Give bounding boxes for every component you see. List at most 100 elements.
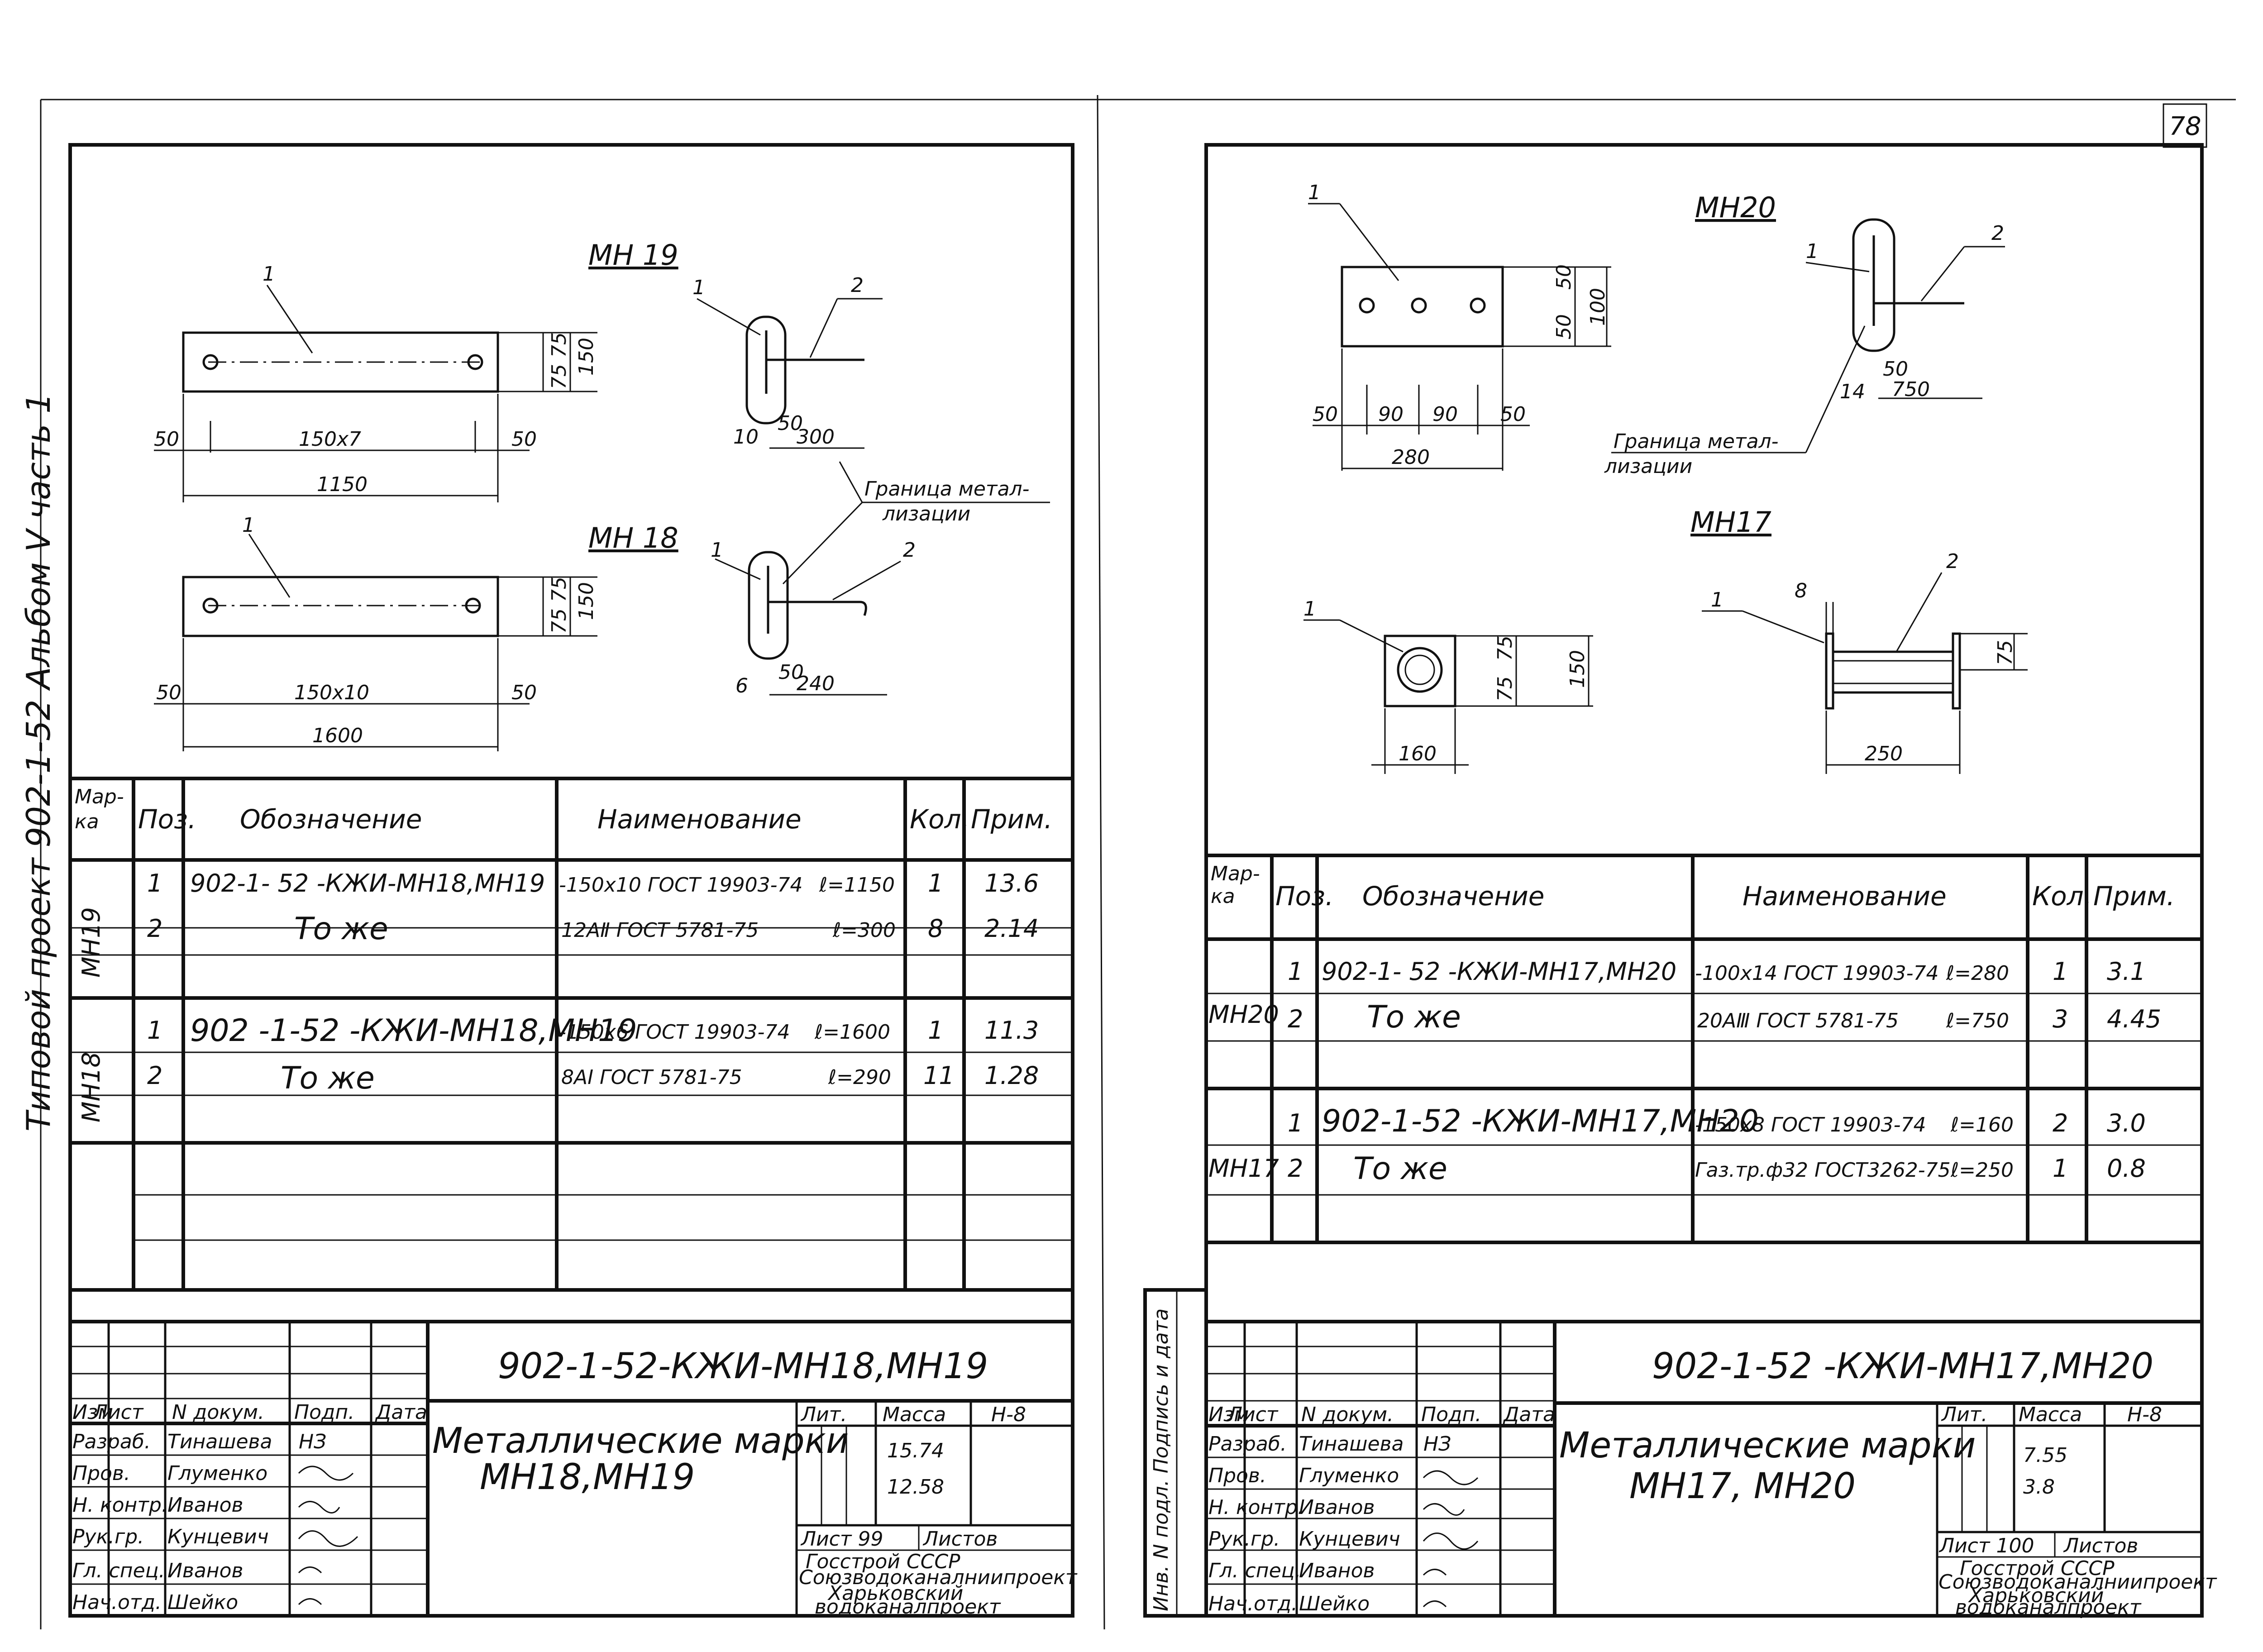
label-left-stamp-col_heads-4: Дата xyxy=(375,1401,427,1424)
mark-mh19: МН19 xyxy=(77,907,105,978)
left-title-block: 902-1-52-КЖИ-МН18,МН19 Металлические мар… xyxy=(70,1320,1078,1619)
label-left-table-rows-3-qty: 1 xyxy=(928,1016,943,1045)
mh18-plate xyxy=(182,576,499,637)
label-left-stamp-col_heads-0: Изм xyxy=(72,1401,113,1424)
mh19-total-dim: 1150 xyxy=(317,473,368,496)
label-right-stamp-sheets: Листов xyxy=(2063,1534,2138,1557)
mh18-spacing-dim: 150х10 xyxy=(294,681,369,704)
drawing-title: Металлические марки xyxy=(1559,1425,1976,1466)
sheet-no: Лист 100 xyxy=(1938,1534,2034,1557)
svg-text:ка: ка xyxy=(75,810,99,833)
label-left-table-rows-1-qty: 8 xyxy=(928,914,943,943)
mh17-mark: МН17 xyxy=(1690,506,1771,539)
label-left-drawings-mh19-end_left: 50 xyxy=(154,428,179,451)
label-left-table-rows-3-desig: 902 -1-52 -КЖИ-МН18,МН19 xyxy=(190,1013,637,1049)
mh20-side-length: 750 xyxy=(1892,378,1930,401)
side-approval-text: Инв. N подл. Подпись и дата xyxy=(1150,1308,1173,1611)
drawing-subtitle: МН17, МН20 xyxy=(1629,1466,1856,1507)
label-left-table-rows-0-name: -150х10 ГОСТ 19903-74 xyxy=(559,874,802,897)
label-right-drawings-mh17-tube_h: 75 xyxy=(1994,640,2017,665)
label-right-drawings-mh17-h_total: 150 xyxy=(1566,650,1589,688)
mark-mh17: МН17 xyxy=(1208,1154,1279,1183)
label-right-table-headers-3: Наименование xyxy=(1743,881,1947,912)
label-right-table-rows-0-name: -100х14 ГОСТ 19903-74 xyxy=(1695,962,1938,985)
label-right-table-rows-3-name: -150х8 ГОСТ 19903-74 xyxy=(1695,1113,1926,1136)
label-left-table-rows-3-name: -150х6 ГОСТ 19903-74 xyxy=(559,1021,790,1044)
label-left-drawings-mh19-h2: 75 xyxy=(548,364,571,389)
right-spec-table: Мар- ка Поз. Обозначение Наименование Ко… xyxy=(1206,854,2202,1244)
mh17-tube-length: 250 xyxy=(1865,742,1903,765)
label-right-table-rows-4-desig: То же xyxy=(1353,1151,1447,1187)
label-right-table-rows-4-name: Газ.тр.ф32 ГОСТ3262-75 xyxy=(1695,1159,1951,1182)
label-left-drawings-mh18-h1: 75 xyxy=(548,577,571,602)
label-left-table-rows-4-name: 8АⅠ ГОСТ 5781-75 xyxy=(561,1066,742,1089)
label-left-drawings-mh19-pos2: 2 xyxy=(851,274,864,297)
label-left-table-rows-1-len: ℓ=300 xyxy=(832,919,896,942)
label-left-stamp-people-2-role: Н. контр. xyxy=(72,1494,168,1517)
label-right-stamp-org-3: водоканалпроект xyxy=(1955,1596,2142,1619)
mh19-side-plate xyxy=(745,315,787,425)
label-left-drawings-mh18-side_w: 6 xyxy=(735,674,748,697)
label-left-stamp-org-1: Союзводоканалниипроект xyxy=(799,1566,1078,1589)
label-left-table-rows-0-qty: 1 xyxy=(928,869,943,898)
left-sheet-frame xyxy=(68,143,1074,1618)
label-right-stamp-col_heads-0: Изм xyxy=(1208,1403,1249,1426)
label-left-stamp-scale: Н-8 xyxy=(991,1403,1026,1426)
label-left-drawings-mh18-end_right: 50 xyxy=(511,681,537,704)
label-right-stamp-lit: Лит. xyxy=(1941,1403,1987,1426)
label-right-table-rows-4-len: ℓ=250 xyxy=(1950,1159,2014,1182)
label-right-table-rows-1-qty: 3 xyxy=(2053,1005,2068,1033)
mh18-side-length: 240 xyxy=(797,672,835,695)
label-left-table-rows-4-note: 1.28 xyxy=(984,1061,1039,1090)
label-right-drawings-mh20-dims-3: 50 xyxy=(1500,403,1526,426)
label-right-table-rows-3-len: ℓ=160 xyxy=(1950,1113,2014,1136)
label-right-drawings-mh17-pos1: 1 xyxy=(1711,588,1724,611)
label-right-drawings-mh20-pos2: 2 xyxy=(1991,222,2004,245)
right-title-block: Инв. N подл. Подпись и дата 902-1-52 -КЖ… xyxy=(1143,1288,2217,1619)
label-left-drawings-mh19-side_w: 10 xyxy=(733,425,759,449)
label-left-stamp-people-0-name: Тинашева xyxy=(167,1430,272,1453)
right-sheet: МН20 1 50 50 100 50 90 90 50 280 1 2 14 … xyxy=(1143,143,2217,1619)
label-right-stamp-col_heads-1: Лист xyxy=(1227,1403,1279,1426)
page-number: 78 xyxy=(2169,112,2201,141)
mh19-anchor-hole xyxy=(467,354,483,370)
label-right-table-rows-1-note: 4.45 xyxy=(2107,1005,2161,1033)
mh17-thickness: 8 xyxy=(1795,579,1807,602)
signature xyxy=(298,1466,354,1481)
label-right-drawings-mh20-dims-1: 90 xyxy=(1378,403,1404,426)
label-right-drawings-mh17-h2: 75 xyxy=(1494,676,1517,702)
label-left-table-rows-3-pos: 1 xyxy=(147,1016,162,1045)
signature xyxy=(298,1598,322,1605)
mh19-mark: МН 19 xyxy=(588,239,678,272)
label-right-stamp-people-1-name: Глуменко xyxy=(1299,1464,1399,1487)
label-right-table-rows-1-name: 20АⅢ ГОСТ 5781-75 xyxy=(1697,1009,1899,1032)
label-left-stamp-people-4-role: Гл. спец. xyxy=(72,1559,165,1582)
label-right-stamp-people-0-sig: НЗ xyxy=(1423,1432,1451,1456)
label-left-stamp-lit: Лит. xyxy=(800,1403,847,1426)
label-left-stamp-org-0: Госстрой СССР xyxy=(806,1550,960,1573)
label-left-table-rows-1-name: 12АⅡ ГОСТ 5781-75 xyxy=(561,919,759,942)
label-left-drawings-mh19-h_total: 150 xyxy=(575,338,598,376)
label-right-stamp-col_heads-2: N докум. xyxy=(1301,1403,1394,1426)
approval-side-column xyxy=(1143,1288,1208,1618)
mh18-hook-bar xyxy=(768,601,867,616)
label-left-stamp-people-1-role: Пров. xyxy=(72,1462,130,1485)
signature xyxy=(1423,1600,1447,1608)
side-title: Типовой проект 902-1-52 Альбом V часть 1 xyxy=(19,393,57,1132)
drawing-title: Металлические марки xyxy=(432,1421,849,1461)
mh19-spacing-dim: 150х7 xyxy=(299,428,361,451)
drawing-code: 902-1-52-КЖИ-МН18,МН19 xyxy=(498,1346,988,1387)
label-right-stamp-col_heads-4: Дата xyxy=(1503,1403,1555,1426)
mh20-plate xyxy=(1341,266,1504,348)
label-left-table-rows-0-len: ℓ=1150 xyxy=(819,874,895,897)
label-right-drawings-mh20-dims-0: 50 xyxy=(1313,403,1338,426)
mh19-side-length: 300 xyxy=(797,425,835,449)
mh18-total-dim: 1600 xyxy=(312,724,363,747)
signature xyxy=(1423,1569,1447,1576)
label-left-table-rows-3-note: 11.3 xyxy=(984,1016,1039,1045)
label-right-table-rows-3-note: 3.0 xyxy=(2107,1109,2146,1137)
label-right-stamp-people-0-role: Разраб. xyxy=(1208,1432,1287,1456)
sheet-no: Лист 99 xyxy=(800,1528,883,1551)
signature xyxy=(1423,1503,1465,1516)
